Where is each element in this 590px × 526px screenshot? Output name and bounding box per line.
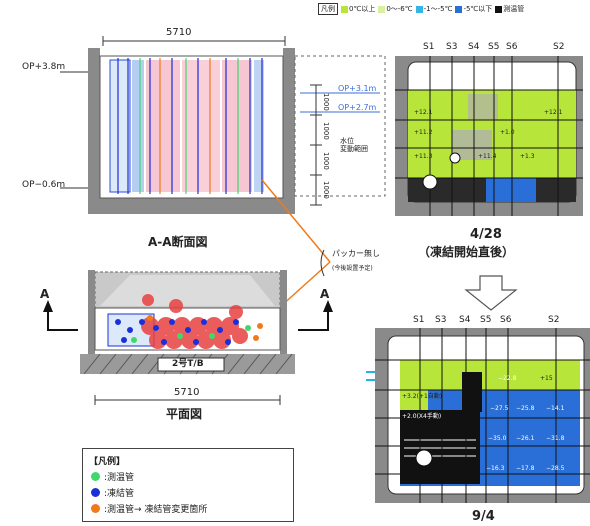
legend-swatch	[341, 5, 348, 13]
legend-label: :凍結管	[104, 489, 135, 499]
top-legend-item: 0℃以上	[349, 5, 376, 13]
snapshot2-value: −26.1	[516, 435, 535, 442]
water-level-1: OP+3.1m	[338, 84, 377, 93]
water-level-2: OP+2.7m	[338, 103, 377, 112]
snapshot2-value: −22.8	[498, 375, 517, 382]
spacing-label: 1000	[322, 152, 330, 170]
section-marker-right: A	[320, 287, 330, 301]
snapshot1-col: S5	[488, 42, 500, 52]
snapshot1-value: +1.0	[500, 129, 515, 136]
top-legend-item: -5℃以下	[463, 5, 493, 13]
legend-label: :測温管→ 凍結管変更箇所	[104, 505, 208, 515]
spacing-label: 1000	[322, 122, 330, 140]
snapshot2-value: +3.2(+1自動)	[402, 393, 443, 400]
legend-dot	[91, 488, 100, 497]
snapshot2-col: S1	[413, 315, 425, 325]
top-legend-item: 0〜-6℃	[386, 5, 413, 13]
snapshot1-value: +12.1	[544, 109, 563, 116]
snapshot2-value: −27.5	[490, 405, 509, 412]
plan-pipe-cluster	[107, 294, 263, 349]
op-bottom-label: OP−0.6m	[22, 180, 66, 190]
section-caption: A-A断面図	[148, 235, 208, 249]
spacing-label: 1000	[322, 93, 330, 111]
snapshot2-value: −17.8	[516, 465, 535, 472]
op-top-label: OP+3.8m	[22, 62, 66, 72]
snapshot2-value: +15	[540, 375, 553, 382]
legend-dot	[91, 504, 100, 513]
snapshot2-value: −31.8	[546, 435, 565, 442]
snapshot2-col: S2	[548, 315, 560, 325]
legend-row: :凍結管	[91, 486, 293, 499]
top-legend-item: 測温管	[503, 5, 525, 13]
section-floor-slab	[88, 198, 295, 214]
snapshot2-value: −25.8	[516, 405, 535, 412]
top-legend-title: 凡例	[318, 3, 338, 15]
snapshot2-col: S5	[480, 315, 492, 325]
legend-label: :測温管	[104, 473, 135, 483]
snapshot2-value: −14.1	[546, 405, 565, 412]
snapshot2-value: −35.0	[488, 435, 507, 442]
legend-dot	[91, 472, 100, 481]
snapshot1-date: 4/28	[470, 227, 502, 242]
top-legend-item: -1〜-5℃	[423, 5, 453, 13]
section-right-wall	[283, 48, 295, 208]
section-marker-left: A	[40, 287, 50, 301]
packer-note-2: (今後設置予定)	[332, 265, 373, 272]
legend-swatch	[415, 5, 423, 13]
pipe-legend: 【凡例】 :測温管 :凍結管 :測温管→ 凍結管変更箇所	[82, 448, 294, 522]
section-width-label: 5710	[166, 27, 192, 38]
section-left-wall	[88, 48, 100, 208]
snapshot2-col: S3	[435, 315, 447, 325]
snapshot1-col: S3	[446, 42, 458, 52]
legend-swatch	[378, 5, 386, 13]
snapshot2-date: 9/4	[472, 509, 495, 524]
snapshot1-col: S1	[423, 42, 435, 52]
pipe-legend-title: 【凡例】	[89, 457, 126, 467]
snapshot1-value: +11.4	[478, 153, 497, 160]
snapshot2-col: S6	[500, 315, 512, 325]
top-legend: 凡例 0℃以上 0〜-6℃ -1〜-5℃ -5℃以下 測温管	[318, 3, 588, 15]
spacing-label: 1000	[322, 181, 330, 199]
snapshot2-value: −28.5	[546, 465, 565, 472]
snapshot1-value: +1.3	[520, 153, 535, 160]
snapshot1-col: S4	[468, 42, 480, 52]
plan-width-label: 5710	[174, 387, 200, 398]
legend-row: :測温管→ 凍結管変更箇所	[91, 502, 293, 515]
snapshot1-value: +12.1	[414, 109, 433, 116]
legend-swatch	[455, 5, 463, 13]
packer-note: パッカー無し	[332, 249, 380, 258]
snapshot1-caption: （凍結開始直後）	[418, 245, 515, 259]
building-label: 2号T/B	[172, 359, 204, 369]
snapshot1-col: S2	[553, 42, 565, 52]
snapshot1-value: +11.3	[414, 153, 433, 160]
legend-swatch	[495, 5, 503, 13]
snapshot1-value: +11.2	[414, 129, 433, 136]
snapshot1-col: S6	[506, 42, 518, 52]
snapshot2-col: S4	[459, 315, 471, 325]
legend-row: :測温管	[91, 470, 293, 483]
snapshot2-value: −16.3	[486, 465, 505, 472]
plan-caption: 平面図	[166, 407, 203, 421]
water-range-label: 水位 変動範囲	[340, 137, 368, 154]
snapshot2-value: +2.0(X4手動)	[402, 413, 442, 420]
